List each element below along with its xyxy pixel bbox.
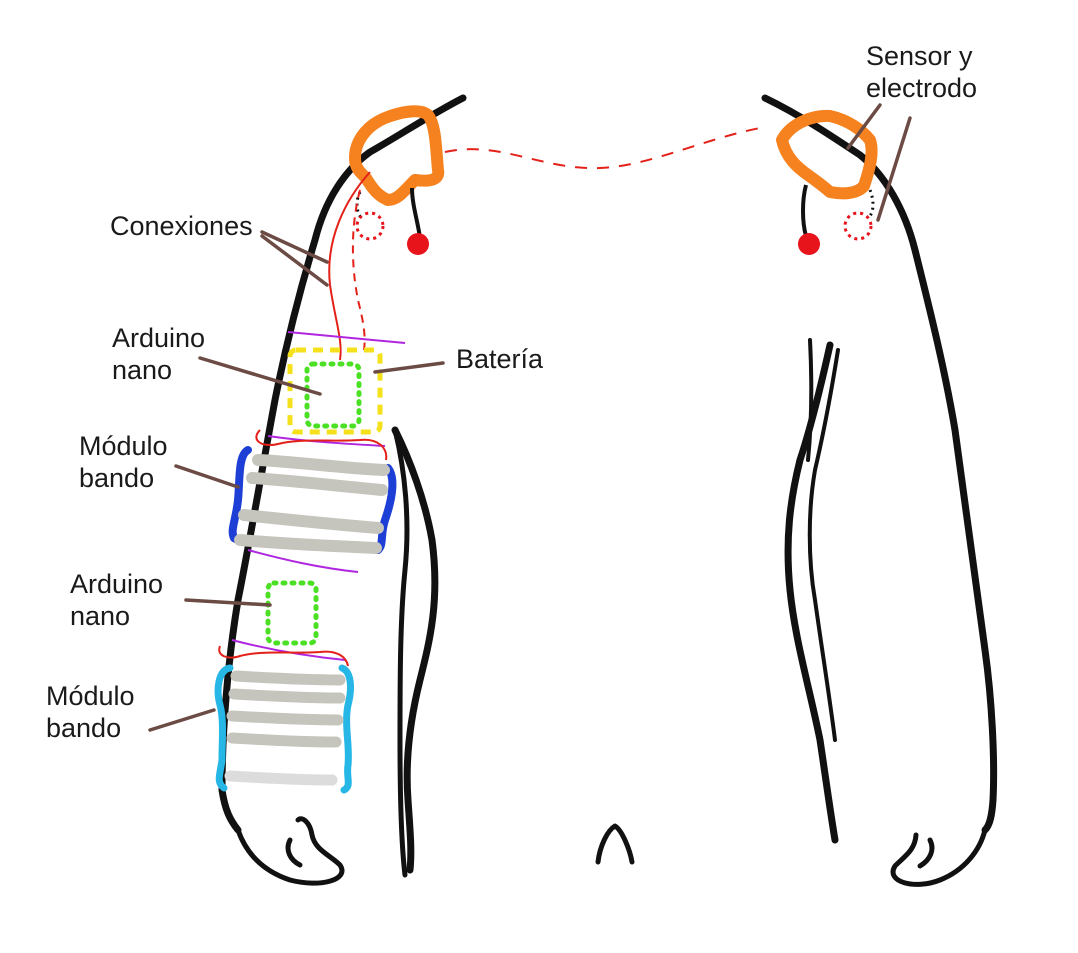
arduino-bottom [265, 580, 319, 646]
label-sensor-electrodo: Sensor y electrodo [866, 40, 977, 104]
left-electrode-site [355, 211, 385, 241]
leader-modulo-bottom [148, 708, 216, 732]
label-arduino-bottom-line2: nano [70, 601, 131, 631]
wire-loop-top [255, 429, 388, 461]
wire-dashed [351, 189, 366, 351]
right-electrode-lead-dotted [868, 189, 875, 217]
right-electrode [798, 233, 820, 255]
label-conexiones: Conexiones [110, 211, 253, 241]
band-module-top [228, 446, 397, 554]
band-module-bottom [214, 664, 354, 794]
right-torso [806, 338, 814, 462]
label-arduino-top: Arduino nano [112, 322, 205, 386]
battery [287, 347, 383, 435]
right-hand [890, 827, 988, 887]
left-torso [392, 427, 410, 878]
right-electrode-site [843, 211, 873, 241]
left-electrode-lead [410, 187, 422, 239]
label-modulo-top-line1: Módulo [79, 431, 168, 461]
label-modulo-top: Módulo bando [79, 430, 168, 494]
leader-lines [148, 103, 912, 732]
back-wire-dashed [444, 127, 761, 170]
right-sensor-pad [776, 109, 878, 200]
wire-loop-bottom [218, 645, 349, 667]
left-electrode [407, 233, 429, 255]
label-sensor-line1: Sensor y [866, 41, 973, 71]
right-arm-inner-2 [807, 348, 840, 742]
leader-arduino-top [198, 356, 322, 396]
right-arm-inner [784, 341, 839, 844]
right-electrode-lead [801, 184, 808, 237]
arduino-top [304, 361, 362, 429]
crotch-mark [595, 823, 635, 865]
label-modulo-top-line2: bando [79, 463, 155, 493]
left-hand [235, 816, 345, 886]
label-arduino-top-line1: Arduino [112, 323, 206, 353]
label-bateria: Batería [456, 344, 544, 374]
left-arm-inner [391, 426, 439, 874]
leader-arduino-bottom [184, 598, 272, 607]
label-modulo-bottom-line2: bando [46, 713, 122, 743]
label-modulo-bottom: Módulo bando [46, 680, 135, 744]
label-arduino-bottom-line1: Arduino [70, 569, 164, 599]
leader-modulo-top [174, 464, 240, 489]
leader-sensor-2 [876, 116, 912, 222]
label-sensor-line2: electrodo [866, 73, 978, 103]
leader-conexiones-2 [260, 234, 329, 287]
left-sensor-pad [349, 105, 445, 206]
right-arm-outer [761, 94, 998, 834]
sleeve-line-mid1 [267, 435, 386, 447]
label-arduino-top-line2: nano [112, 355, 173, 385]
sleeve-line-mid2 [247, 549, 359, 573]
wire-solid [328, 171, 371, 361]
label-arduino-bottom: Arduino nano [70, 568, 163, 632]
sleeve-line-top [287, 331, 406, 344]
leader-bateria [373, 361, 445, 374]
leader-conexiones-1 [260, 230, 329, 264]
label-modulo-bottom-line1: Módulo [46, 681, 135, 711]
leader-sensor-1 [846, 103, 882, 150]
